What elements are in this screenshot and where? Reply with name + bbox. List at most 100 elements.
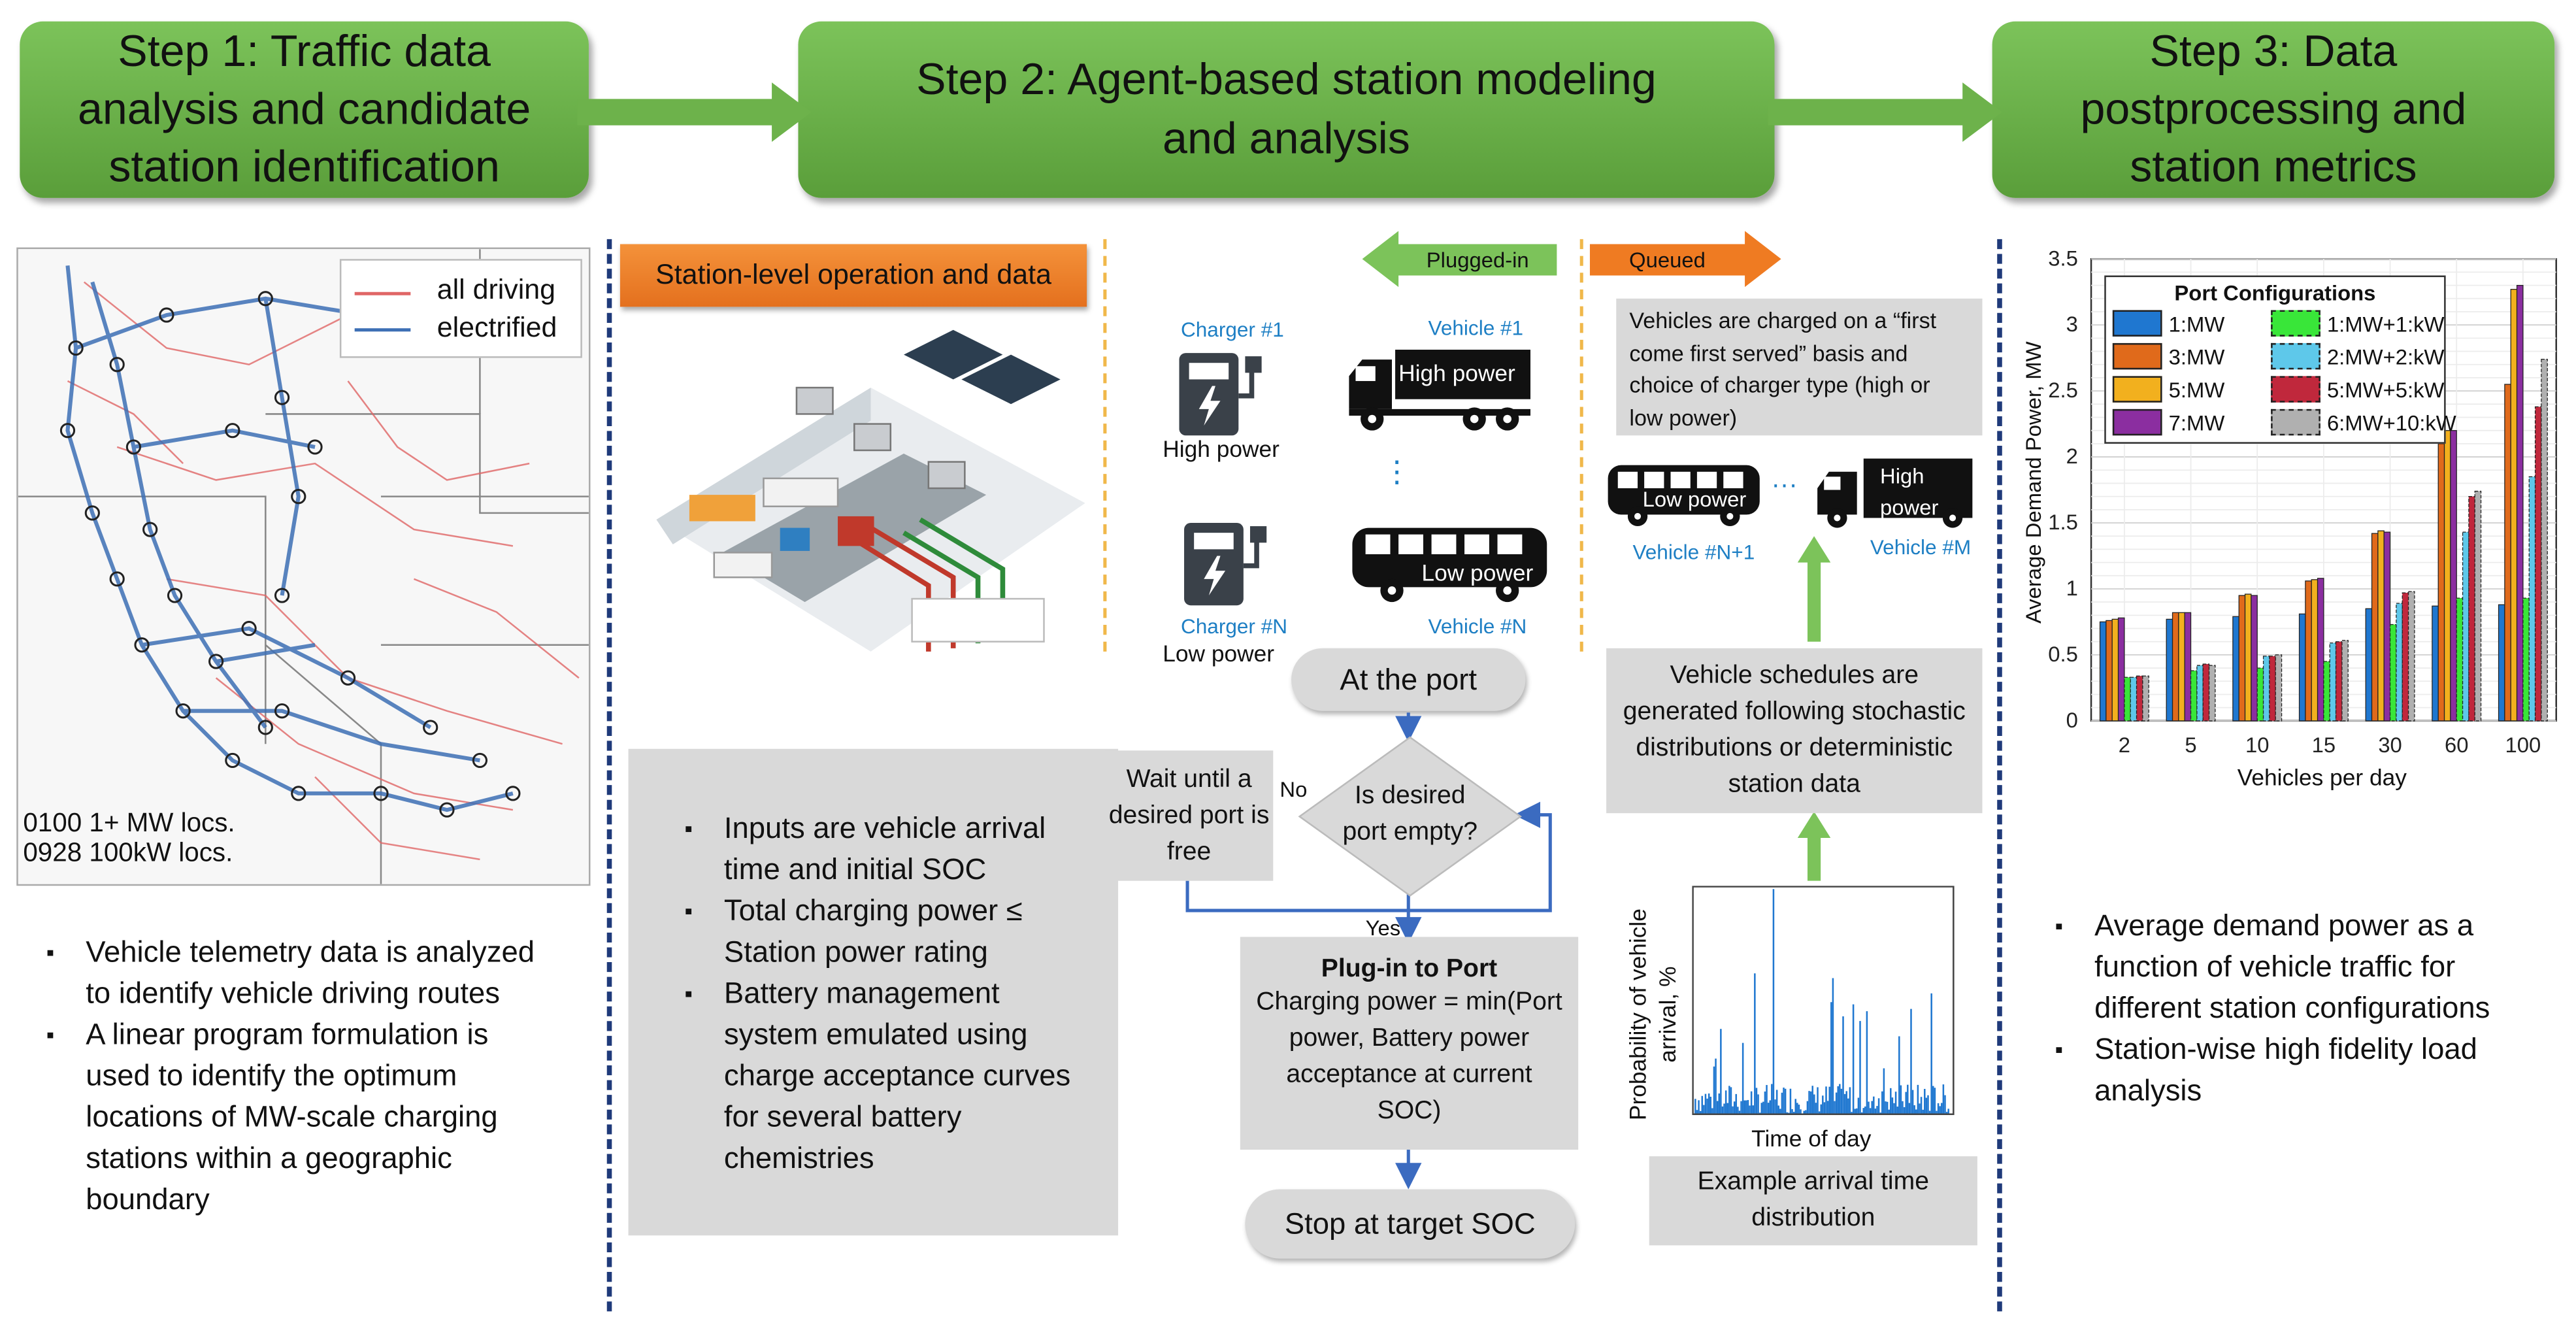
bar-1-mw	[2365, 608, 2373, 722]
divider-left	[606, 239, 612, 1312]
step1-bullet: A linear program formulation is used to …	[46, 1014, 544, 1220]
at-port-label: At the port	[1340, 662, 1478, 695]
legend-entry: 5:MW	[2112, 376, 2224, 403]
legend-label: 7:MW	[2168, 410, 2225, 435]
bar-6-mw-10-kw	[2407, 591, 2415, 722]
bar-5-mw-5-kw	[2269, 656, 2276, 722]
legend-swatch	[2271, 310, 2320, 337]
vertical-ellipsis: ⋮	[1381, 455, 1412, 489]
legend-all-driving: all driving	[437, 273, 556, 305]
vehicleM-label: Vehicle #M	[1870, 536, 1972, 559]
bar-5-mw	[2377, 530, 2385, 722]
y-tick-label: 3	[2066, 312, 2078, 336]
y-tick-label: 1	[2066, 576, 2078, 600]
bar-2-mw-2-kw	[2130, 676, 2138, 722]
up-arrow-upper	[1797, 536, 1831, 642]
legend-entry: 7:MW	[2112, 408, 2225, 436]
map-count-kw: 0928 100kW locs.	[23, 839, 233, 868]
step1-bullet: Vehicle telemetry data is analyzed to id…	[46, 932, 544, 1014]
legend-entry: 6:MW+10:kW	[2271, 408, 2456, 436]
route-map: all driving electrified 0100 1+ MW locs.…	[16, 247, 591, 886]
x-tick-label: 60	[2445, 733, 2468, 757]
queued-bus-icon	[1608, 465, 1760, 527]
queued-bus-label: Low power	[1642, 486, 1747, 512]
bar-5-mw-5-kw	[2534, 406, 2542, 722]
legend-entry: 2:MW+2:kW	[2271, 342, 2445, 370]
station-header: Station-level operation and data	[619, 244, 1087, 307]
bar-5-mw	[2178, 612, 2185, 722]
bar-2-mw-2-kw	[2462, 531, 2469, 722]
legend-swatches	[354, 292, 411, 332]
station-bullet: Battery management system emulated using…	[684, 973, 1100, 1179]
bar-2-mw-2-kw	[2329, 642, 2337, 722]
legend-entry: 5:MW+5:kW	[2271, 376, 2445, 403]
schedule-note-box: Vehicle schedules are generated followin…	[1606, 648, 1983, 814]
step2-box: Step 2: Agent-based station modeling and…	[798, 21, 1775, 198]
plugged-in-label: Plugged-in	[1426, 247, 1529, 273]
arrival-caption: Example arrival time distribution	[1697, 1167, 1929, 1233]
bar-3-mw	[2437, 443, 2445, 722]
x-tick-label: 30	[2378, 733, 2402, 757]
step3-title: Step 3: Data postprocessing and station …	[2080, 26, 2467, 192]
bar-1-mw	[2166, 618, 2173, 722]
y-tick-label: 0	[2066, 708, 2078, 732]
queued-truck-icon	[1817, 458, 1973, 528]
low-power-label: Low power	[1163, 640, 1275, 667]
arrival-distribution-plot	[1692, 886, 1955, 1116]
map-count-mw: 0100 1+ MW locs.	[23, 810, 235, 839]
y-tick-label: 1.5	[2048, 510, 2078, 534]
y-tick-label: 0.5	[2048, 642, 2078, 666]
legend-electrified: electrified	[437, 311, 557, 343]
bar-1-mw	[2298, 613, 2306, 722]
y-tick-label: 2	[2066, 444, 2078, 468]
bar-7-mw	[2383, 531, 2391, 722]
bar-6-mw-10-kw	[2341, 640, 2349, 722]
bus-icon	[1352, 527, 1547, 603]
vehicleN-label: Vehicle #N	[1428, 615, 1527, 639]
y-tick-label: 3.5	[2048, 246, 2078, 270]
x-tick-label: 2	[2119, 733, 2130, 757]
station-illustration	[656, 329, 1085, 652]
station-header-label: Station-level operation and data	[655, 259, 1051, 291]
bar-1-mw-1-kw	[2124, 676, 2131, 722]
bar-1-mw-1-kw	[2522, 597, 2530, 722]
bar-3-mw	[2105, 620, 2113, 722]
no-label: No	[1280, 776, 1308, 802]
plugin-body: Charging power = min(Port power, Battery…	[1256, 988, 1562, 1125]
chart-legend-title: Port Configurations	[2174, 280, 2376, 305]
bar-7-mw	[2184, 612, 2192, 722]
y-tick-label: 2.5	[2048, 378, 2078, 402]
bar-2-mw-2-kw	[2396, 603, 2403, 722]
arrival-caption-box: Example arrival time distribution	[1649, 1156, 1977, 1246]
decision-label: Is desired port empty?	[1342, 782, 1478, 846]
station-bullets-box: Inputs are vehicle arrival time and init…	[628, 748, 1119, 1236]
bar-1-mw-1-kw	[2456, 597, 2464, 722]
vehicleN1-label: Vehicle #N+1	[1632, 541, 1755, 565]
queued-arrow	[1589, 231, 1781, 288]
charger-low-icon	[1184, 523, 1267, 606]
bar-1-mw	[2498, 604, 2505, 722]
legend-label: 3:MW	[2168, 344, 2225, 369]
map-legend: all driving electrified	[339, 259, 582, 358]
bar-7-mw	[2516, 284, 2524, 722]
plugin-node: Plug-in to Port Charging power = min(Por…	[1240, 937, 1579, 1150]
legend-label: 1:MW+1:kW	[2326, 310, 2445, 336]
step1-to-step2-arrow	[577, 82, 812, 142]
chargerN-label: Charger #N	[1180, 615, 1288, 639]
bar-2-mw-2-kw	[2528, 476, 2536, 722]
bar-1-mw	[2232, 616, 2239, 722]
station-bullets: Inputs are vehicle arrival time and init…	[684, 809, 1100, 1180]
legend-swatch	[2271, 408, 2320, 436]
bar-7-mw	[2251, 595, 2258, 722]
truck-icon	[1349, 350, 1530, 431]
bar-2-mw-2-kw	[2262, 656, 2270, 722]
plugged-in-arrow	[1362, 231, 1557, 288]
bar-6-mw-10-kw	[2208, 665, 2216, 722]
horizontal-ellipsis: ···	[1771, 471, 1798, 500]
x-tick-label: 5	[2185, 733, 2196, 757]
legend-swatch	[2112, 342, 2162, 370]
bar-5-mw	[2443, 430, 2451, 722]
bar-5-mw	[2111, 618, 2119, 722]
step3-bullet: Average demand power as a function of ve…	[2055, 906, 2536, 1029]
